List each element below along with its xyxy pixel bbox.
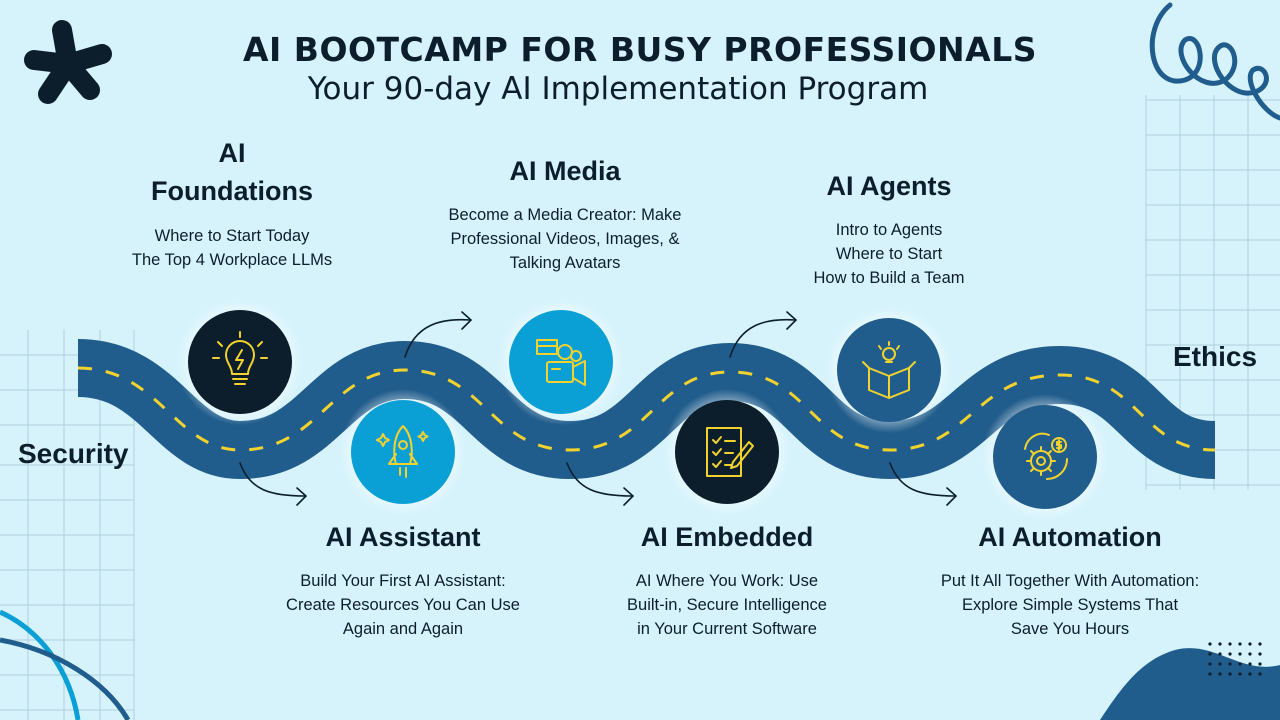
- description-line: in Your Current Software: [637, 620, 817, 638]
- asterisk-icon: [24, 20, 112, 104]
- circle-ai-agents: [826, 307, 952, 433]
- stage-description: Put It All Together With Automation: Exp…: [915, 569, 1225, 641]
- stage-description: Intro to Agents Where to Start How to Bu…: [769, 218, 1009, 290]
- stage-ai-foundations: AI Foundations: [132, 134, 332, 210]
- description-line: The Top 4 Workplace LLMs: [131, 251, 333, 269]
- stage-description: Become a Media Creator: Make Professiona…: [420, 203, 710, 275]
- description-line: Save You Hours: [1010, 620, 1130, 638]
- dot-pattern-decoration: [1208, 642, 1262, 676]
- stage-title: AI Assistant: [325, 522, 481, 552]
- stage-title: AI Agents: [826, 171, 952, 201]
- stage-ai-agents: AI Agents: [769, 167, 1009, 205]
- description-line: Intro to Agents: [835, 221, 943, 239]
- blob-decoration: [1100, 648, 1280, 720]
- description-line: Again and Again: [342, 620, 464, 638]
- gear-dollar-icon: [1024, 432, 1068, 480]
- circle-ai-automation: [982, 394, 1108, 520]
- stage-description: AI Where You Work: Use Built-in, Secure …: [582, 569, 872, 641]
- security-label: Security: [18, 438, 129, 469]
- description-line: Explore Simple Systems That: [961, 596, 1179, 614]
- description-line: AI Where You Work: Use: [635, 572, 819, 590]
- description-line: Built-in, Secure Intelligence: [627, 596, 827, 614]
- subtitle: Your 90-day AI Implementation Program: [307, 71, 929, 107]
- stage-description: Where to Start Today The Top 4 Workplace…: [112, 224, 352, 272]
- stage-title: AI: [218, 138, 246, 168]
- stage-ai-automation: AI Automation: [935, 518, 1205, 556]
- description-line: Professional Videos, Images, &: [450, 230, 680, 248]
- description-line: How to Build a Team: [813, 269, 965, 287]
- stage-description: Build Your First AI Assistant: Create Re…: [258, 569, 548, 641]
- description-line: Build Your First AI Assistant:: [300, 572, 506, 590]
- arrow-decoration: [239, 311, 958, 506]
- circle-ai-foundations: [177, 299, 303, 425]
- stage-ai-embedded: AI Embedded: [602, 518, 852, 556]
- stage-title: AI Automation: [978, 522, 1162, 552]
- squiggle-decoration: [1149, 2, 1280, 121]
- stage-title: Foundations: [151, 176, 313, 206]
- rocket-icon: [376, 425, 429, 478]
- idea-box-icon: [862, 341, 916, 399]
- stage-title: AI Embedded: [640, 522, 814, 552]
- description-line: Where to Start: [835, 245, 943, 263]
- grid-decoration-top-right: [1145, 95, 1280, 490]
- arc-decoration: [0, 609, 131, 720]
- description-line: Where to Start Today: [154, 227, 310, 245]
- stage-title: AI Media: [509, 156, 621, 186]
- description-line: Put It All Together With Automation:: [940, 572, 1200, 590]
- stage-ai-assistant: AI Assistant: [283, 518, 523, 556]
- stage-ai-media: AI Media: [440, 152, 690, 190]
- description-line: Create Resources You Can Use: [286, 596, 520, 614]
- circle-ai-assistant: [340, 389, 466, 515]
- main-title: AI BOOTCAMP FOR BUSY PROFESSIONALS: [242, 30, 1037, 69]
- winding-road: [76, 339, 1217, 480]
- description-line: Talking Avatars: [509, 254, 621, 272]
- video-camera-icon: [536, 339, 586, 386]
- lightbulb-icon: [212, 331, 268, 385]
- checklist-pencil-icon: [706, 427, 754, 477]
- description-line: Become a Media Creator: Make: [448, 206, 682, 224]
- ethics-label: Ethics: [1173, 341, 1258, 372]
